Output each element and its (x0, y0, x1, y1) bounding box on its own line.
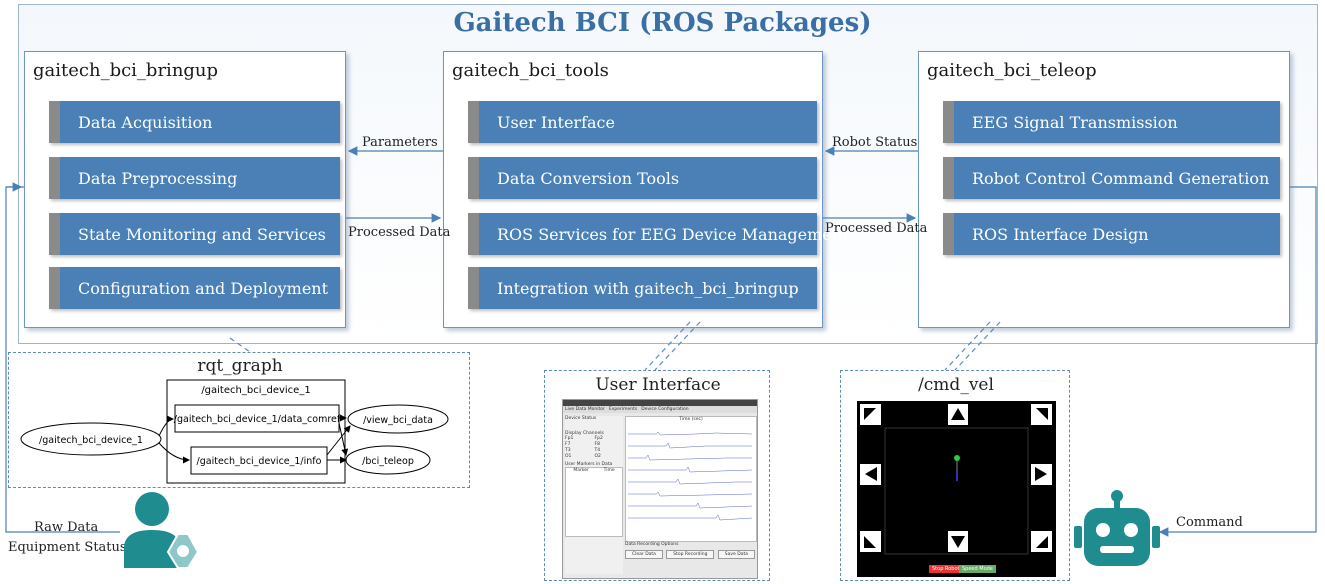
diagram-title: Gaitech BCI (ROS Packages) (453, 8, 872, 38)
cluster-label: /gaitech_bci_device_1 (201, 385, 310, 396)
save-data-button[interactable]: Save Data (717, 550, 755, 559)
item-eeg-transmission: EEG Signal Transmission (943, 101, 1280, 143)
gui-window: Live Data Monitor Experiments Device Con… (562, 399, 758, 579)
source-node: /gaitech_bci_device_1 (39, 435, 143, 446)
tab-live-data[interactable]: Live Data Monitor (565, 407, 605, 412)
label-processed-data: Processed Data (348, 225, 451, 240)
item-ros-services: ROS Services for EEG Device Management (468, 213, 849, 255)
item-robot-control: Robot Control Command Generation (943, 157, 1280, 199)
channel-checkbox[interactable]: T3 (565, 448, 571, 453)
marker-column: Marker (573, 468, 589, 473)
label-equipment-status: Equipment Status (8, 540, 127, 555)
sink-node: /view_bci_data (363, 415, 433, 426)
item-ros-interface: ROS Interface Design (943, 213, 1280, 255)
teleop-controls (860, 404, 1052, 555)
user-icon (124, 492, 200, 569)
tab-experiments[interactable]: Experiments (608, 407, 638, 412)
item-data-preprocessing: Data Preprocessing (49, 157, 340, 199)
rqt-graph-panel: rqt_graph /gaitech_bci_device_1 /gaitech… (8, 352, 470, 488)
teleop-pad: Stop Robot Speed Mode (857, 401, 1056, 577)
device-status-label: Device Status (565, 416, 597, 421)
rqt-graph-drawing: /gaitech_bci_device_1 /gaitech_bci_devic… (20, 379, 449, 484)
eeg-traces (628, 431, 753, 521)
stop-robot-button[interactable]: Stop Robot (929, 565, 963, 573)
display-channels-label: Display Channels (565, 431, 604, 436)
channel-checkbox[interactable]: O1 (565, 454, 572, 459)
cmd-vel-title: /cmd_vel (918, 375, 994, 395)
topic-node: /gaitech_bci_device_1/info (197, 456, 322, 467)
package-title: gaitech_bci_bringup (33, 60, 219, 81)
time-column: Time (603, 468, 615, 473)
label-processed-data: Processed Data (825, 221, 928, 236)
robot-icon (1074, 490, 1160, 566)
package-tools: gaitech_bci_tools User Interface Data Co… (443, 51, 849, 328)
item-user-interface: User Interface (468, 101, 817, 143)
channel-checkbox[interactable]: Fp2 (594, 436, 603, 441)
clear-data-button[interactable]: Clear Data (625, 550, 663, 559)
user-interface-panel: User Interface Live Data Monitor Experim… (544, 370, 770, 581)
label-robot-status: Robot Status (832, 135, 918, 150)
package-teleop: gaitech_bci_teleop EEG Signal Transmissi… (918, 51, 1290, 328)
recording-options-label: Data Recording Options (625, 542, 679, 547)
speed-mode-button[interactable]: Speed Mode (959, 565, 996, 573)
label-parameters: Parameters (362, 135, 438, 150)
eeg-plot: Time (sec) (625, 416, 757, 542)
rqt-graph-title: rqt_graph (197, 356, 283, 376)
label-raw-data: Raw Data (34, 520, 99, 535)
user-markers-label: User Markers in Data (565, 462, 613, 467)
tab-device-config[interactable]: Device Configuration (641, 407, 689, 412)
channel-checkbox[interactable]: F8 (594, 442, 600, 447)
package-bringup: gaitech_bci_bringup Data Acquisition Dat… (24, 51, 346, 328)
channel-checkbox[interactable]: Fp1 (565, 436, 574, 441)
topic-node: /gaitech_bci_device_1/data_comref (174, 414, 341, 425)
channel-checkbox[interactable]: O2 (594, 454, 601, 459)
package-title: gaitech_bci_teleop (927, 60, 1097, 81)
gui-titlebar (563, 400, 757, 406)
label-command: Command (1176, 515, 1243, 530)
recording-options: Data Recording Options Clear Data Stop R… (625, 542, 755, 559)
time-axis-label: Time (sec) (679, 417, 703, 422)
item-data-conversion: Data Conversion Tools (468, 157, 817, 199)
stop-recording-button[interactable]: Stop Recording (666, 550, 715, 559)
sink-node: /bci_teleop (362, 456, 414, 467)
user-interface-title: User Interface (595, 375, 721, 395)
item-data-acquisition: Data Acquisition (49, 101, 340, 143)
item-state-monitoring: State Monitoring and Services (49, 213, 340, 255)
item-integration: Integration with gaitech_bci_bringup (468, 267, 817, 309)
item-configuration: Configuration and Deployment (49, 267, 340, 309)
channel-checkbox[interactable]: F7 (565, 442, 571, 447)
channel-checkbox[interactable]: T4 (594, 448, 601, 453)
cmd-vel-panel: /cmd_vel Stop Robot Spee (840, 370, 1070, 581)
package-title: gaitech_bci_tools (452, 60, 609, 81)
gui-sidebar: Device Status Display Channels Fp1 Fp2 F… (565, 416, 623, 574)
